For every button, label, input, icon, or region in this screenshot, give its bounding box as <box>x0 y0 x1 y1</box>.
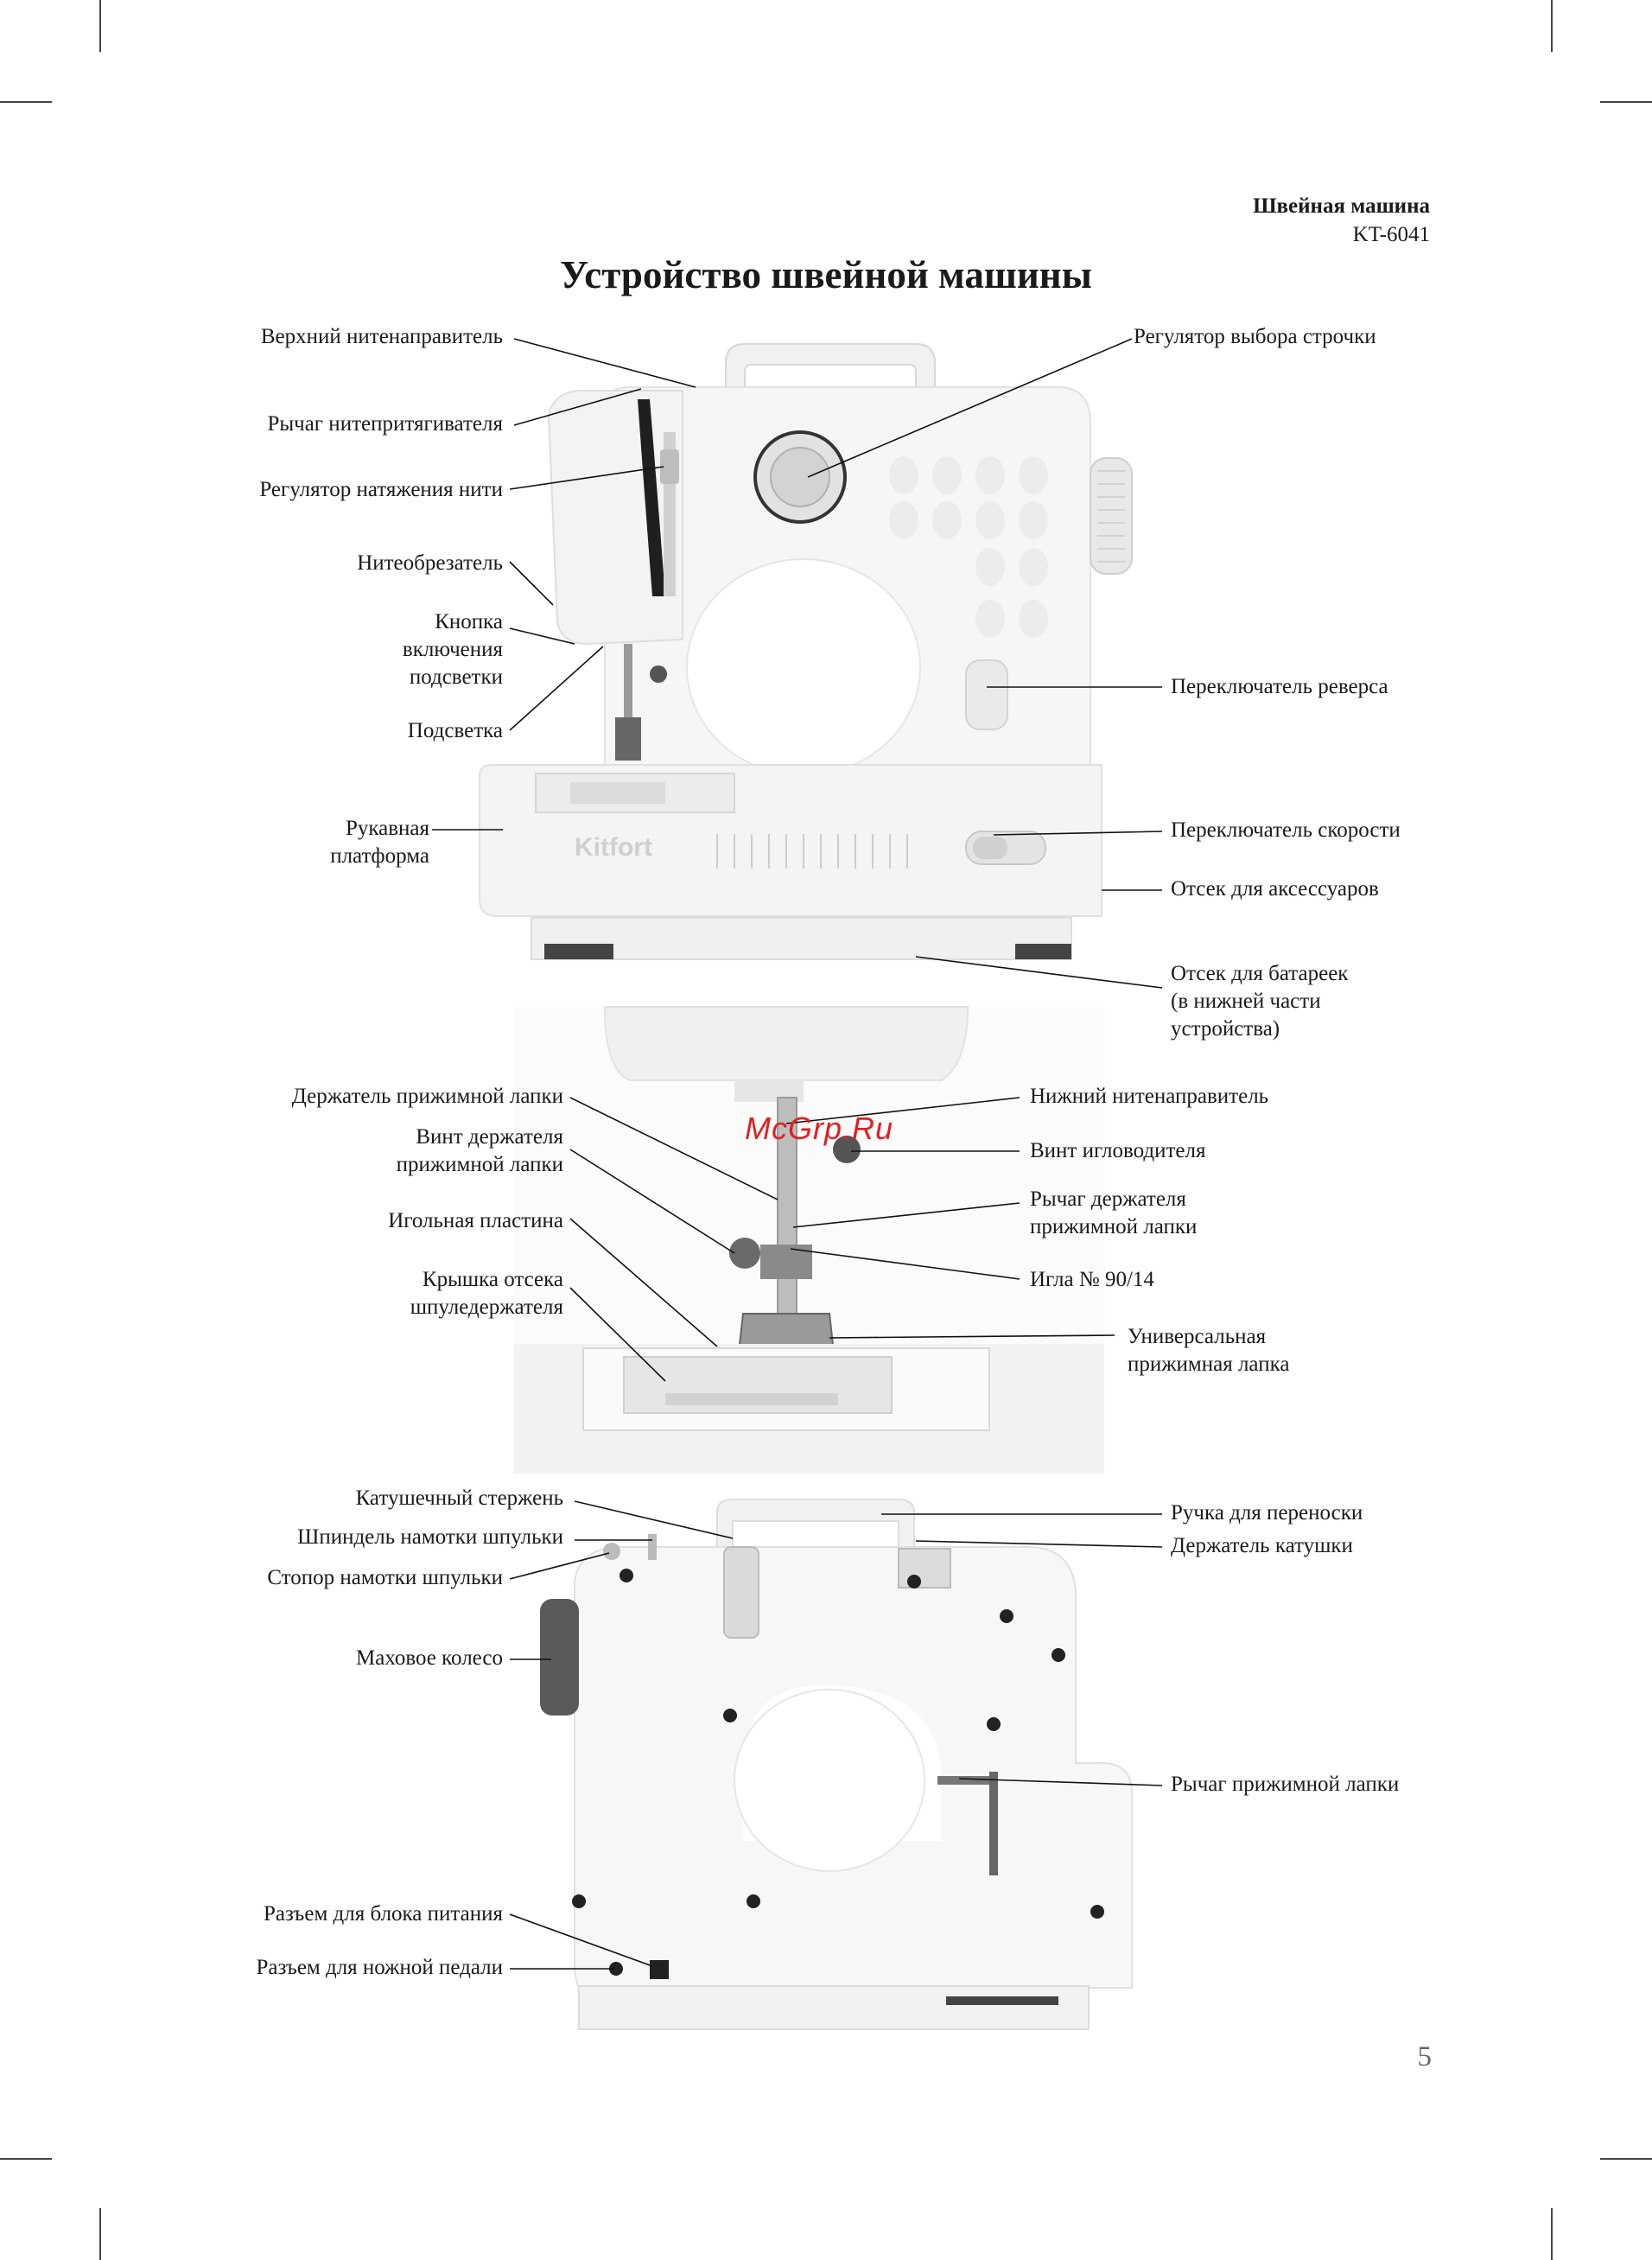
leader-lines <box>432 338 1163 1970</box>
crop-mark <box>1600 101 1652 103</box>
label-light-button-1: Кнопка <box>435 610 503 633</box>
label-upper-thread-guide: Верхний нитенаправитель <box>260 325 503 348</box>
label-spool-pin: Катушечный стержень <box>355 1487 563 1510</box>
needle-area-closeup <box>514 1006 1104 1474</box>
label-bobbin-cover-1: Крышка отсека <box>422 1268 563 1291</box>
label-hand-wheel: Маховое колесо <box>356 1646 503 1670</box>
label-bobbin-cover-2: шпуледержателя <box>410 1296 563 1319</box>
machine-front-view <box>479 343 1133 960</box>
label-light-button-3: подсветки <box>409 665 503 689</box>
label-light: Подсветка <box>407 719 503 742</box>
label-bobbin-winder-spindle: Шпиндель намотки шпульки <box>297 1525 563 1549</box>
label-presser-foot-lever: Рычаг прижимной лапки <box>1171 1773 1400 1796</box>
label-power-jack: Разъем для блока питания <box>263 1902 503 1926</box>
label-accessory-compartment: Отсек для аксессуаров <box>1171 877 1379 901</box>
label-bobbin-winder-stop: Стопор намотки шпульки <box>267 1566 503 1589</box>
label-needle: Игла № 90/14 <box>1030 1268 1154 1291</box>
label-battery-3: устройства) <box>1171 1017 1280 1041</box>
label-foot-lever-1: Рычаг держателя <box>1030 1187 1186 1211</box>
label-pedal-jack: Разъем для ножной педали <box>256 1956 503 1979</box>
label-battery-2: (в нижней части <box>1171 990 1321 1013</box>
label-needle-plate: Игольная пластина <box>388 1209 563 1232</box>
label-needle-clamp-screw: Винт игловодителя <box>1030 1139 1206 1162</box>
label-lower-thread-guide: Нижний нитенаправитель <box>1030 1085 1269 1108</box>
label-spool-holder: Держатель катушки <box>1171 1534 1353 1557</box>
label-take-up-lever: Рычаг нитепритягивателя <box>267 412 503 436</box>
label-speed-switch: Переключатель скорости <box>1171 818 1401 842</box>
label-battery-1: Отсек для батареек <box>1171 962 1349 985</box>
label-universal-foot-2: прижимная лапка <box>1128 1353 1290 1376</box>
label-holder-screw-2: прижимной лапки <box>396 1153 563 1176</box>
label-free-arm-2: платформа <box>330 844 429 868</box>
label-thread-tension: Регулятор натяжения нити <box>259 478 503 501</box>
crop-mark <box>1600 2158 1652 2160</box>
crop-mark <box>0 2158 52 2160</box>
machine-back-view <box>540 1499 1133 2030</box>
label-thread-cutter: Нитеобрезатель <box>357 551 503 575</box>
crop-mark <box>1551 0 1553 52</box>
crop-mark <box>99 0 101 52</box>
label-free-arm-1: Рукавная <box>345 817 429 840</box>
crop-mark <box>99 2208 101 2260</box>
label-carry-handle: Ручка для переноски <box>1171 1501 1363 1525</box>
kitfort-logo: Kitfort <box>575 833 652 862</box>
page-number: 5 <box>1417 2041 1433 2072</box>
label-foot-lever-2: прижимной лапки <box>1030 1215 1198 1238</box>
header-model: KT-6041 <box>1352 223 1430 246</box>
watermark: McGrp.Ru <box>745 1111 894 1146</box>
crop-mark <box>1551 2208 1553 2260</box>
label-presser-foot-holder: Держатель прижимной лапки <box>291 1085 563 1108</box>
label-stitch-selector: Регулятор выбора строчки <box>1134 325 1376 348</box>
page-title: Устройство швейной машины <box>560 253 1092 296</box>
label-universal-foot-1: Универсальная <box>1128 1325 1267 1348</box>
header-product: Швейная машина <box>1253 194 1430 218</box>
label-holder-screw-1: Винт держателя <box>416 1125 563 1149</box>
label-reverse-switch: Переключатель реверса <box>1171 675 1388 698</box>
crop-mark <box>0 101 52 103</box>
label-light-button-2: включения <box>402 638 503 661</box>
